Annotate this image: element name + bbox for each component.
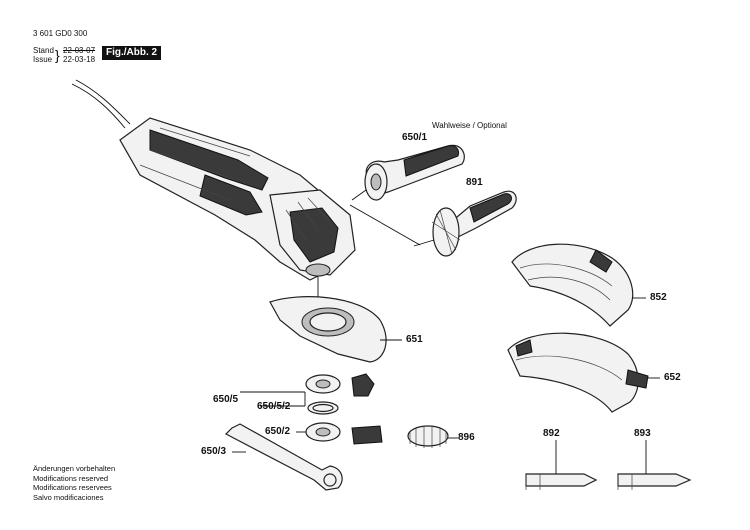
- stand-label: Stand: [33, 46, 54, 55]
- assembly-line: [349, 204, 421, 246]
- vibration-handle-icon: [413, 190, 517, 257]
- quick-clamping-nut-icon: [407, 425, 458, 448]
- angle-grinder-icon: [119, 117, 356, 300]
- extraction-guard-icon: [507, 332, 660, 413]
- two-pin-spanner-icon: [224, 423, 343, 491]
- issue-label: Issue: [33, 55, 53, 64]
- modifications-notes: Änderungen vorbehalten Modifications res…: [33, 464, 115, 502]
- part-label-651: 651: [406, 334, 423, 345]
- part-label-650-3: 650/3: [201, 446, 227, 457]
- part-label-892: 892: [543, 428, 560, 439]
- part-label-896: 896: [458, 432, 475, 443]
- part-label-652: 652: [664, 372, 681, 383]
- part-label-852: 852: [650, 292, 667, 303]
- protection-guard-icon: [269, 296, 402, 363]
- auxiliary-handle-icon: [351, 144, 465, 201]
- grease-tube-893-icon: [617, 440, 692, 490]
- cutting-guard-icon: [511, 243, 646, 327]
- brace-glyph: }: [55, 47, 60, 63]
- old-date: 22-03-07: [63, 46, 96, 55]
- grease-tube-892-icon: [525, 440, 598, 490]
- clamping-nut-icon: [296, 422, 383, 445]
- note-line: Modifications reservees: [33, 483, 112, 492]
- note-line: Modifications reserved: [33, 473, 109, 483]
- note-line: Salvo modificaciones: [33, 492, 104, 502]
- power-cord: [71, 83, 126, 129]
- optional-note: Wahlweise / Optional: [432, 121, 507, 130]
- part-label-650-5: 650/5: [213, 394, 239, 405]
- part-label-650-5-2: 650/5/2: [257, 401, 291, 412]
- part-label-650-2: 650/2: [265, 426, 291, 437]
- part-label-650-1: 650/1: [402, 132, 428, 143]
- part-label-891: 891: [466, 177, 483, 188]
- document-number: 3 601 GD0 300: [33, 29, 88, 38]
- part-label-893: 893: [634, 428, 651, 439]
- issue-date: 22-03-18: [63, 55, 96, 64]
- mounting-flange-icon: [240, 373, 375, 407]
- note-line: Änderungen vorbehalten: [33, 464, 116, 473]
- figure-label: Fig./Abb. 2: [102, 46, 162, 60]
